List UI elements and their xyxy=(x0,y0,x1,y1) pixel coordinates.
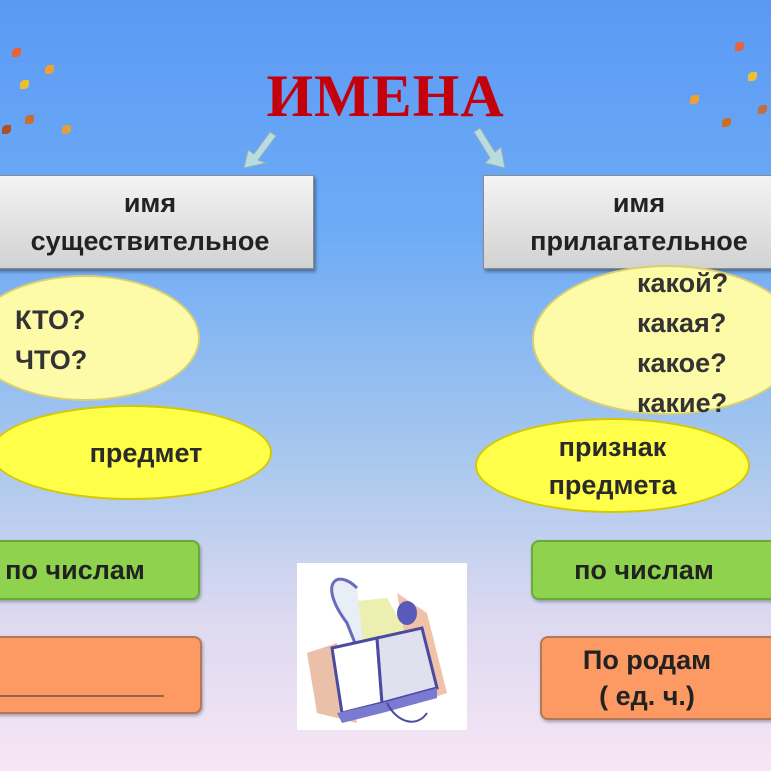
adjective-meaning-line2: предмета xyxy=(548,469,677,500)
adjective-meaning-line1: признак xyxy=(558,431,667,462)
arrow-right-icon xyxy=(473,127,506,169)
arrow-left-icon xyxy=(243,131,277,169)
adjective-questions-ellipse xyxy=(532,265,771,415)
noun-meaning: предмет xyxy=(89,437,203,468)
noun-heading-box: имя существительное xyxy=(0,175,314,269)
leaf-icon xyxy=(12,48,21,57)
question: какой? xyxy=(637,268,729,298)
noun-heading-line2: существительное xyxy=(30,226,270,256)
noun-gender-blank: ___________ xyxy=(0,669,164,699)
book-icon xyxy=(307,577,447,723)
question: какие? xyxy=(637,388,728,418)
question: ЧТО? xyxy=(15,345,88,375)
adjective-gender-line2: ( ед. ч.) xyxy=(599,681,695,711)
leaf-icon xyxy=(748,72,757,81)
leaf-icon xyxy=(2,125,11,134)
noun-heading-line1: имя xyxy=(123,188,177,218)
adjective-gender-line1: По родам xyxy=(582,645,712,675)
adjective-meaning-ellipse: признак предмета xyxy=(475,418,750,513)
question: какая? xyxy=(637,308,727,338)
noun-questions-ellipse xyxy=(0,275,200,401)
noun-questions: КТО? ЧТО? xyxy=(15,300,87,380)
question: какое? xyxy=(637,348,727,378)
leaf-icon xyxy=(722,118,731,127)
noun-meaning-ellipse: предмет xyxy=(0,405,272,500)
noun-number-box: по числам xyxy=(0,540,200,600)
leaf-icon xyxy=(62,125,71,134)
adjective-heading-box: имя прилагательное xyxy=(483,175,771,269)
leaf-icon xyxy=(25,115,34,124)
arrows xyxy=(243,127,506,169)
book-quill-image xyxy=(297,563,467,730)
leaf-icon xyxy=(735,42,744,51)
leaf-icon xyxy=(45,65,54,74)
leaf-icon xyxy=(758,105,767,114)
leaf-icon xyxy=(20,80,29,89)
noun-number: по числам xyxy=(5,554,145,585)
leaf-icon xyxy=(690,95,699,104)
question: КТО? xyxy=(15,305,86,335)
adjective-questions: какой? какая? какое? какие? xyxy=(637,263,728,423)
noun-gender-box: ___________ xyxy=(0,636,202,714)
adjective-number: по числам xyxy=(574,554,714,585)
adjective-heading-line1: имя xyxy=(612,188,666,218)
adjective-heading-line2: прилагательное xyxy=(530,226,748,256)
page-title: ИМЕНА xyxy=(266,63,505,129)
adjective-number-box: по числам xyxy=(531,540,771,600)
adjective-gender-box: По родам ( ед. ч.) xyxy=(540,636,771,720)
